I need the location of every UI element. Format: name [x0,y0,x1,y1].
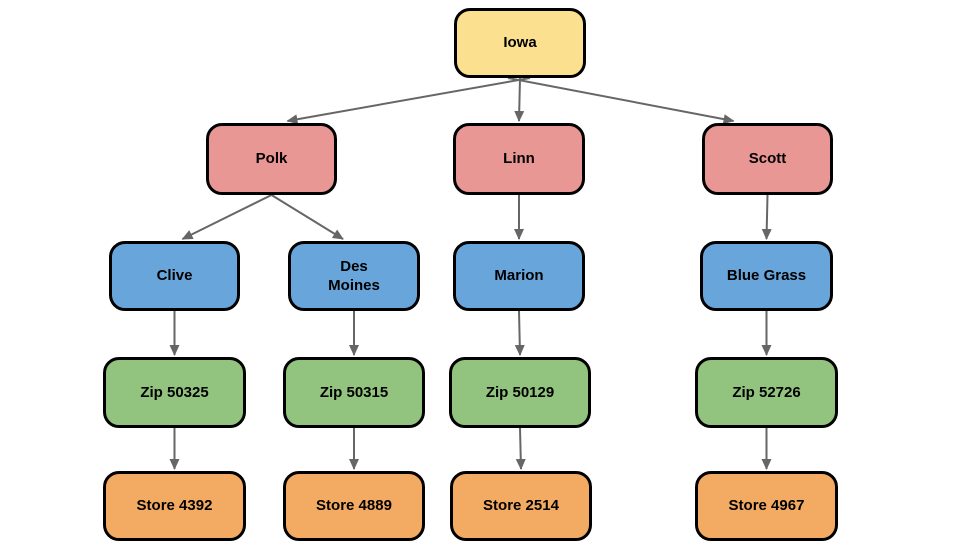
edge-scott-blue-grass [761,194,772,240]
node-store-4392: Store 4392 [103,471,246,541]
node-marion: Marion [453,241,585,311]
node-store-4967: Store 4967 [695,471,838,541]
node-zip-50315: Zip 50315 [283,357,425,428]
node-clive: Clive [109,241,240,311]
node-store-4889: Store 4889 [283,471,425,541]
node-blue-grass: Blue Grass [700,241,833,311]
edge-iowa-polk [286,77,531,125]
node-scott: Scott [702,123,833,195]
node-linn: Linn [453,123,585,195]
node-store-2514: Store 2514 [450,471,592,541]
edge-polk-des-moines [270,194,344,240]
node-zip-52726: Zip 52726 [695,357,838,428]
node-polk: Polk [206,123,337,195]
node-iowa: Iowa [454,8,586,78]
node-zip-50129: Zip 50129 [449,357,591,428]
node-zip-50325: Zip 50325 [103,357,246,428]
edge-iowa-scott [507,77,735,125]
edge-iowa-linn [514,77,525,122]
node-des-moines: Des Moines [288,241,420,311]
edge-zip-50129-store-2514 [515,427,526,470]
edge-polk-clive [181,194,272,240]
edge-marion-zip-50129 [514,310,525,356]
